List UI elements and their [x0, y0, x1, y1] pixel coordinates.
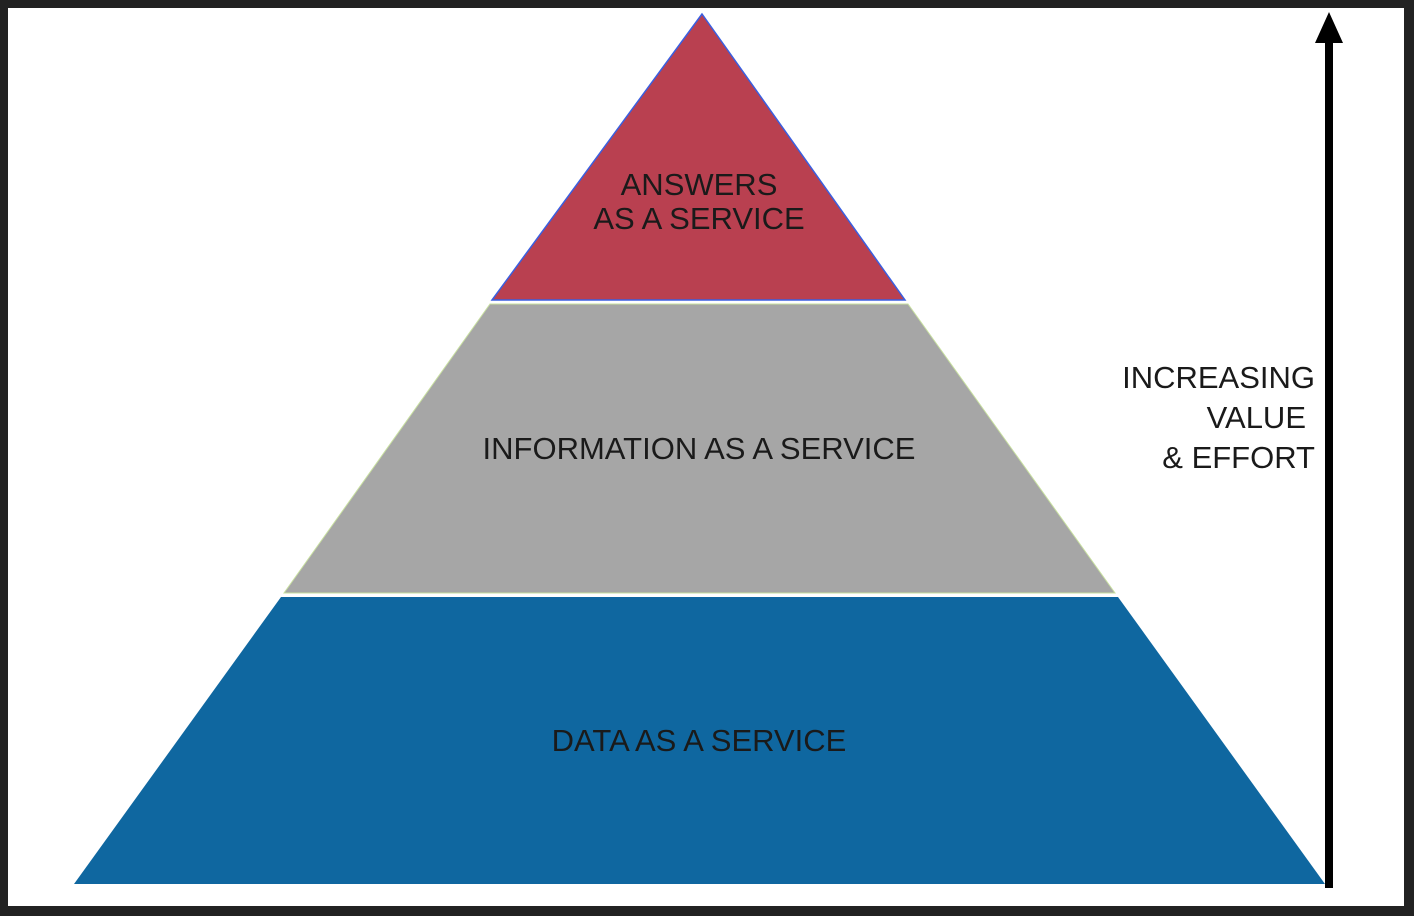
tier-information-label: INFORMATION AS A SERVICE	[483, 431, 916, 466]
tier-data-label: DATA AS A SERVICE	[552, 723, 847, 758]
arrow-label-line2: VALUE	[1207, 400, 1306, 435]
arrow-label-line1: INCREASING	[1122, 360, 1315, 395]
tier-answers-line1: ANSWERS	[621, 167, 778, 202]
tier-answers	[490, 12, 907, 301]
tier-information	[283, 303, 1116, 594]
tier-answers-line2: AS A SERVICE	[593, 201, 804, 236]
arrow-up-icon	[1315, 12, 1343, 43]
arrow-label-line3: & EFFORT	[1162, 440, 1315, 475]
tier-data	[74, 597, 1325, 884]
arrow-shaft	[1325, 38, 1333, 888]
